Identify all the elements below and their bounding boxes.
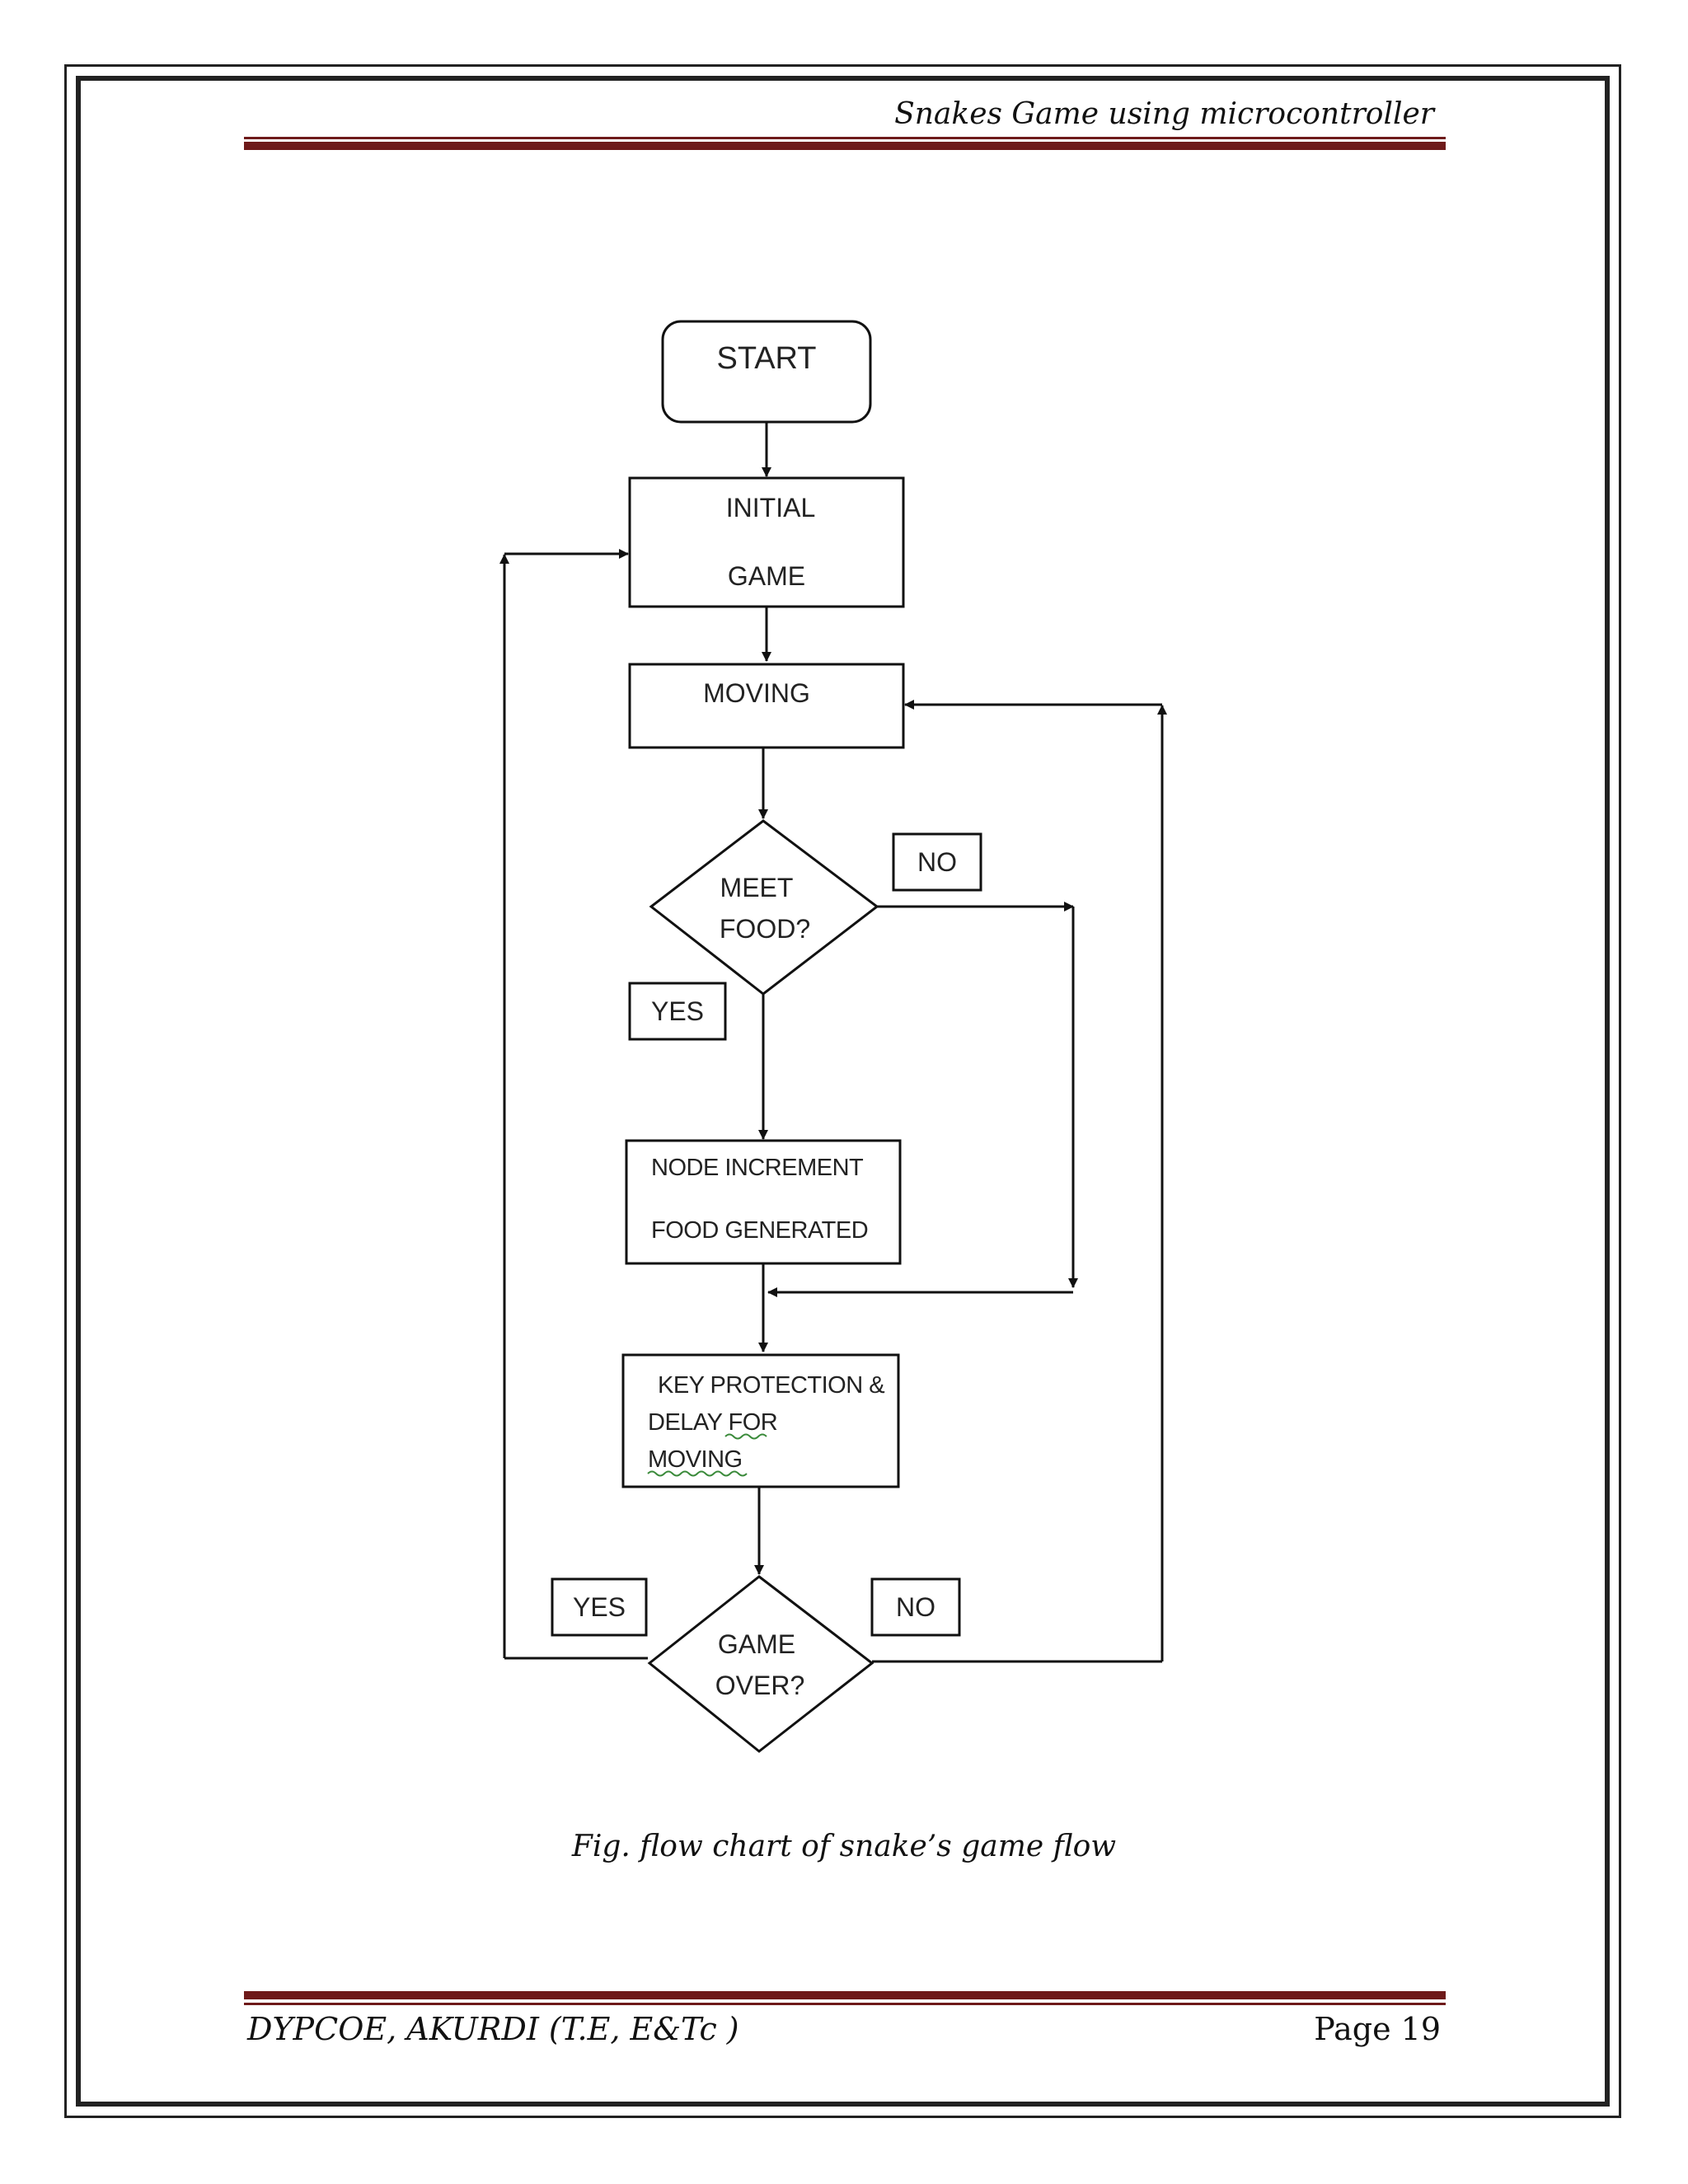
moving-box [628,663,905,749]
node-increment-box [625,1139,902,1265]
no-label-box-2 [870,1577,961,1637]
yes-label-box-2 [551,1577,648,1637]
start-terminal [661,320,872,424]
header-title: Snakes Game using microcontroller [894,97,1434,131]
meet-food-label-line2: FOOD? [720,914,810,944]
node-increment-label-line1: NODE INCREMENT [651,1155,864,1181]
page-number: Page 19 [1314,2011,1441,2047]
initial-label-line1: INITIAL [726,493,815,523]
footer-left-text: DYPCOE, AKURDI (T.E, E&Tc ) [247,2011,739,2047]
key-protection-label-line2: DELAY FOR [648,1409,777,1436]
footer-rule-thin [244,2003,1446,2005]
key-protection-label-line3: MOVING [648,1446,743,1473]
footer-rule-thick [244,1991,1446,1999]
page-border-outer [64,64,1621,2118]
header-rule-thick [244,142,1446,150]
no-label-box-1 [892,832,982,892]
game-over-label-line1: GAME [718,1629,795,1659]
yes-label-box-1 [628,982,727,1041]
initial-game-box [628,476,905,608]
yes-label-1: YES [651,996,704,1026]
figure-caption: Fig. flow chart of snake’s game flow [571,1830,1117,1863]
spellcheck-squiggle-moving [647,1470,748,1477]
game-over-decision [647,1575,874,1753]
key-protection-label-line1: KEY PROTECTION & [658,1372,884,1399]
no-label-2: NO [896,1592,935,1622]
no-label-1: NO [917,847,957,877]
page-border-inner [76,76,1610,2107]
node-increment-label-line2: FOOD GENERATED [651,1217,868,1244]
spellcheck-squiggle-for [724,1433,767,1440]
moving-label: MOVING [703,678,810,708]
yes-label-2: YES [573,1592,626,1622]
initial-label-line2: GAME [728,561,805,591]
game-over-label-line2: OVER? [715,1671,804,1700]
meet-food-decision [649,819,879,996]
meet-food-label-line1: MEET [720,873,794,902]
start-label: START [716,341,816,376]
header-rule-thin [244,137,1446,139]
key-protection-box [621,1353,900,1488]
